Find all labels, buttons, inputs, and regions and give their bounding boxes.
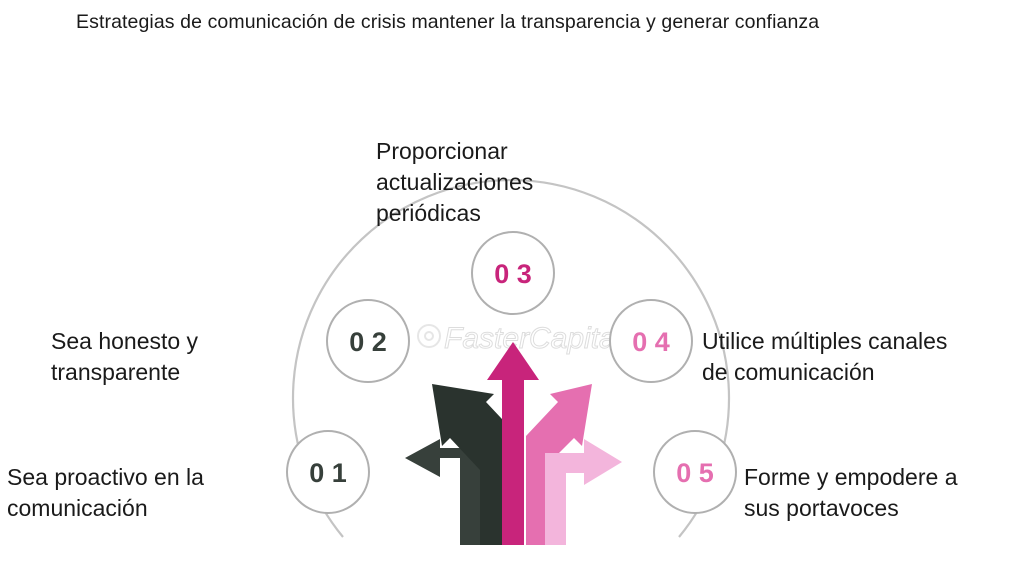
- page-title: Estrategias de comunicación de crisis ma…: [76, 11, 820, 33]
- step-circle-1: 0 1: [286, 430, 370, 514]
- watermark-gear-icon: [417, 324, 441, 348]
- step-number: 0 1: [309, 458, 347, 488]
- step-2-label: Sea honesto y transparente: [51, 328, 199, 385]
- step-circle-5: 0 5: [653, 430, 737, 514]
- arrow-center: [487, 342, 539, 545]
- arrow-right: [545, 439, 622, 545]
- arrows-group: [405, 342, 622, 545]
- step-number: 0 4: [632, 327, 670, 357]
- step-number: 0 3: [494, 259, 532, 289]
- arrow-upper-right: [526, 384, 592, 545]
- step-circle-4: 0 4: [609, 299, 693, 383]
- step-circle-3: 0 3: [471, 231, 555, 315]
- fastercapital-watermark: FasterCapital: [417, 322, 624, 356]
- watermark-text: FasterCapital: [444, 322, 624, 355]
- step-number: 0 5: [676, 458, 714, 488]
- arrow-upper-left: [432, 384, 518, 545]
- arrow-left: [405, 439, 492, 545]
- step-circle-2: 0 2: [326, 299, 410, 383]
- step-5-label: Forme y empodere a sus portavoces: [744, 464, 958, 521]
- step-3-label: Proporcionar actualizaciones periódicas: [376, 138, 534, 226]
- step-number: 0 2: [349, 327, 387, 357]
- background-arc: [291, 179, 731, 538]
- step-4-label: Utilice múltiples canales de comunicació…: [702, 328, 948, 385]
- step-1-label: Sea proactivo en la comunicación: [7, 464, 204, 521]
